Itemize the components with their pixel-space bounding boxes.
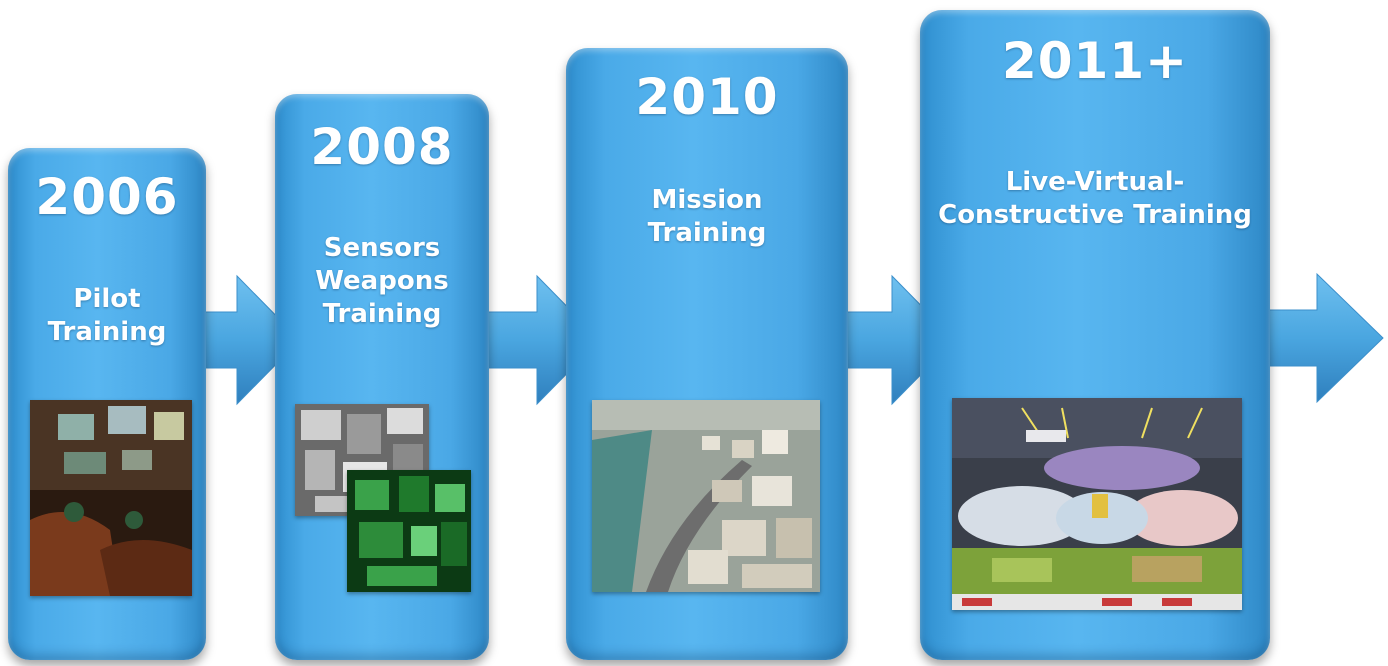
stage-title: Mission Training [647, 185, 767, 248]
stage-year: 2010 [635, 68, 779, 126]
stage-year: 2011+ [1001, 32, 1189, 90]
synthetic-city-render [592, 400, 820, 592]
stage-2008-panel: 2008 Sensors Weapons Training [275, 94, 489, 660]
stage-2010-panel: 2010 Mission Training [566, 48, 848, 660]
stage-title: Pilot Training [47, 284, 167, 347]
stage-title: Live-Virtual- Constructive Training [938, 167, 1252, 230]
lvc-network-diagram [952, 398, 1242, 610]
arrow-icon-4 [1255, 272, 1384, 404]
pilot-simulator-photo [30, 400, 192, 596]
stage-2006-panel: 2006 Pilot Training [8, 148, 206, 660]
stage-title: Sensors Weapons Training [315, 233, 449, 329]
stage-year: 2008 [310, 118, 454, 176]
infrared-green-city-photo [347, 470, 471, 592]
stage-year: 2006 [35, 168, 179, 226]
stage-2011-panel: 2011+ Live-Virtual- Constructive Trainin… [920, 10, 1270, 660]
